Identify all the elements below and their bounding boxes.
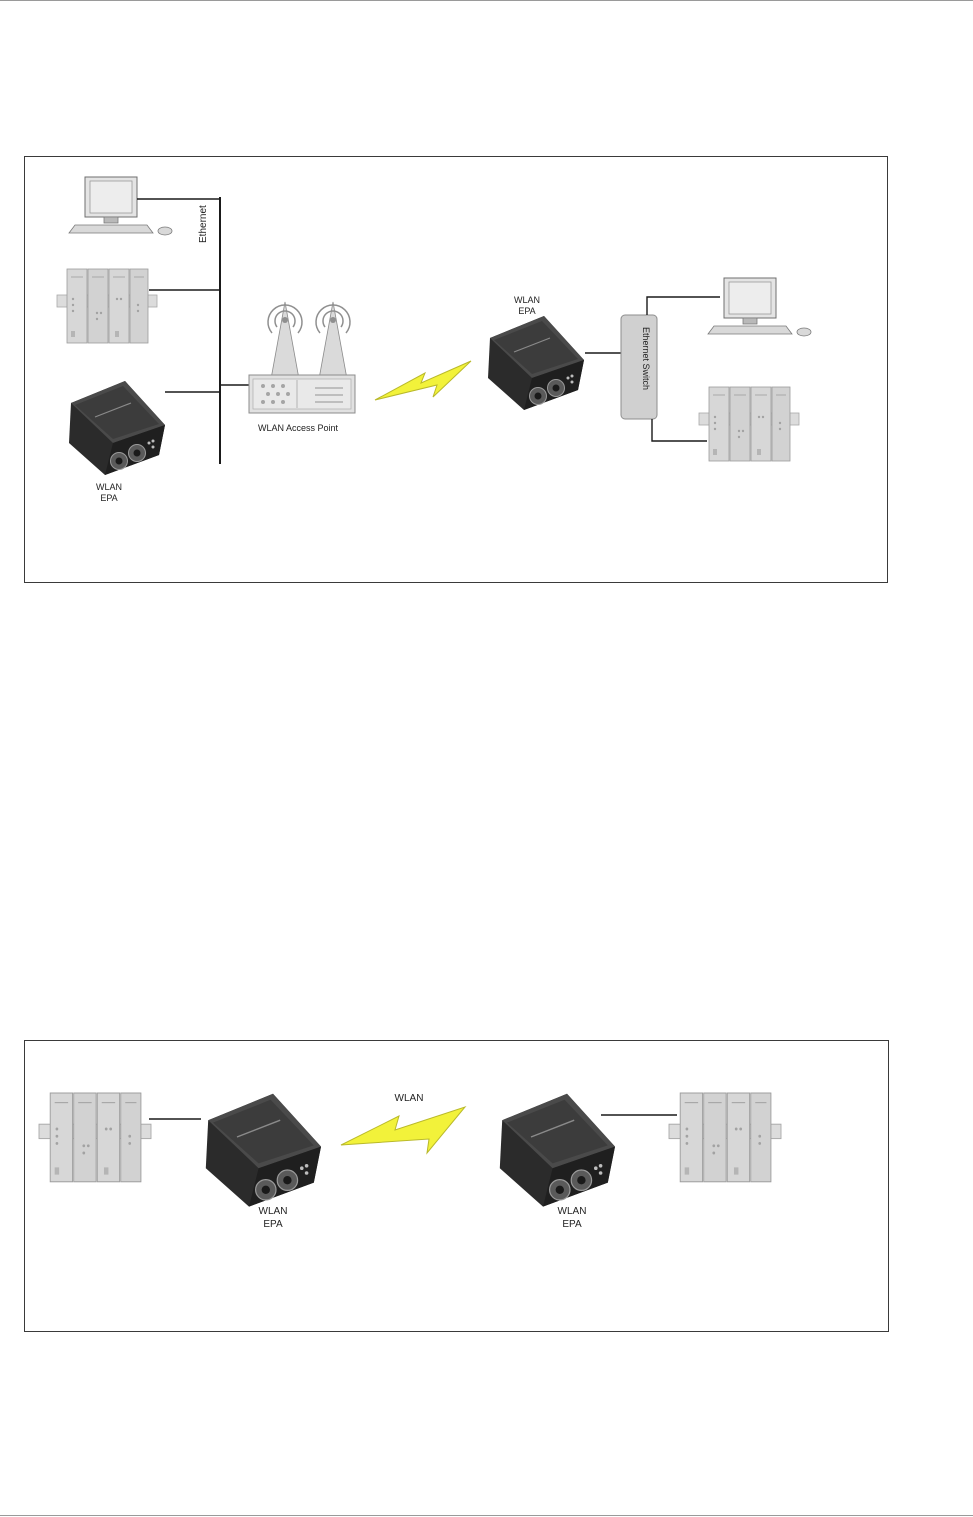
- plc-icon-left: [39, 1093, 151, 1182]
- epa-left-label-line1: WLAN: [96, 482, 122, 492]
- switch-computer-link-line: [647, 297, 720, 315]
- epa-right-label-line2: EPA: [562, 1219, 582, 1230]
- wlan-epa-icon-right: [500, 1094, 615, 1207]
- computer-icon-right: [708, 278, 811, 336]
- computer-icon-left: [69, 177, 172, 235]
- ethernet-label: Ethernet: [198, 205, 209, 243]
- wireless-lightning-icon: [375, 361, 471, 400]
- infrastructure-diagram-svg: Ethernet WLAN EPA: [25, 157, 889, 584]
- epa-left-label-line1: WLAN: [259, 1206, 288, 1217]
- epa-left-label-line2: EPA: [100, 493, 117, 503]
- wlan-epa-icon-left: [206, 1094, 321, 1207]
- epa-right-label-line2: EPA: [518, 306, 535, 316]
- plc-icon-right: [699, 387, 799, 461]
- page-top-rule: [0, 0, 973, 1]
- wlan-access-point-icon: [249, 302, 355, 413]
- plc-icon-left: [57, 269, 157, 343]
- infrastructure-diagram: Ethernet WLAN EPA: [24, 156, 888, 583]
- wlan-link-label: WLAN: [395, 1093, 424, 1104]
- epa-right-label-line1: WLAN: [558, 1206, 587, 1217]
- plc-icon-right: [669, 1093, 781, 1182]
- ethernet-switch-label: Ethernet Switch: [641, 327, 651, 390]
- wlan-epa-icon-left: [69, 381, 165, 475]
- epa-left-label-line2: EPA: [263, 1219, 283, 1230]
- wlan-epa-icon-right: [488, 316, 584, 410]
- wireless-lightning-icon: [341, 1107, 465, 1153]
- wlan-access-point-label: WLAN Access Point: [258, 423, 339, 433]
- point-to-point-diagram: WLAN EPA WLAN WLAN EPA: [24, 1040, 889, 1332]
- page-bottom-rule: [0, 1515, 973, 1516]
- epa-right-label-line1: WLAN: [514, 295, 540, 305]
- point-to-point-diagram-svg: WLAN EPA WLAN WLAN EPA: [25, 1041, 890, 1333]
